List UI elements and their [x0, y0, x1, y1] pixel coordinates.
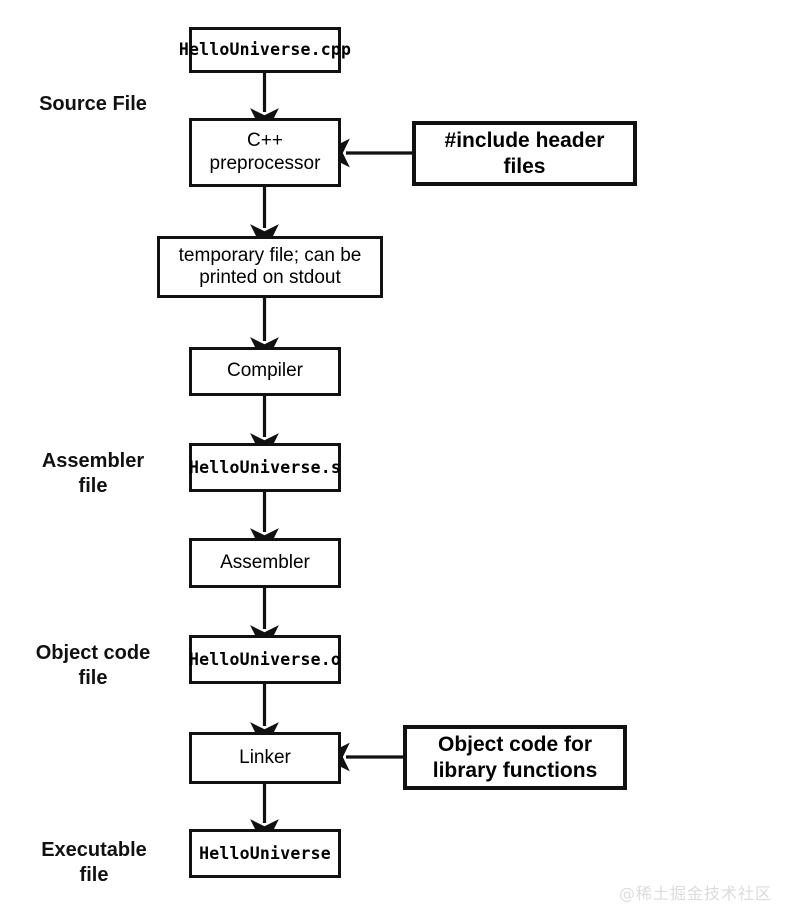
node-hellouniverse[interactable]: HelloUniverse	[189, 829, 341, 878]
node-hellouniverse-o[interactable]: HelloUniverse.o	[189, 635, 341, 684]
node-linker[interactable]: Linker	[189, 732, 341, 784]
node-assembler-label: Assembler	[220, 551, 310, 573]
node-hellouniverse-s-label: HelloUniverse.s	[189, 457, 342, 477]
watermark-text: @稀土掘金技术社区	[618, 884, 772, 903]
node-assembler[interactable]: Assembler	[189, 538, 341, 588]
node-hellouniverse-cpp[interactable]: HelloUniverse.cpp	[179, 27, 351, 73]
node-compiler[interactable]: Compiler	[189, 347, 341, 396]
stage-label-executable-file: Executable file	[41, 839, 147, 886]
node-temporary-file[interactable]: temporary file; can be printed on stdout	[157, 236, 383, 298]
stage-label-source-file: Source File	[39, 93, 147, 115]
node-cpp-preprocessor-label: C++ preprocessor	[209, 130, 321, 174]
node-object-code-library[interactable]: Object code for library functions	[403, 725, 627, 790]
node-hellouniverse-s[interactable]: HelloUniverse.s	[189, 443, 341, 492]
node-include-header-files-label: #include header files	[444, 128, 605, 178]
node-hellouniverse-label: HelloUniverse	[199, 843, 331, 863]
stage-label-object-code-file: Object code file	[35, 642, 151, 689]
node-cpp-preprocessor[interactable]: C++ preprocessor	[189, 118, 341, 187]
node-object-code-library-label: Object code for library functions	[432, 732, 598, 782]
node-linker-label: Linker	[239, 746, 291, 768]
node-hellouniverse-cpp-label: HelloUniverse.cpp	[178, 40, 352, 60]
node-hellouniverse-o-label: HelloUniverse.o	[189, 649, 342, 669]
node-temporary-file-label: temporary file; can be printed on stdout	[178, 244, 362, 288]
node-include-header-files[interactable]: #include header files	[412, 121, 637, 186]
stage-label-assembler-file: Assembler file	[41, 450, 145, 497]
node-compiler-label: Compiler	[226, 360, 304, 382]
